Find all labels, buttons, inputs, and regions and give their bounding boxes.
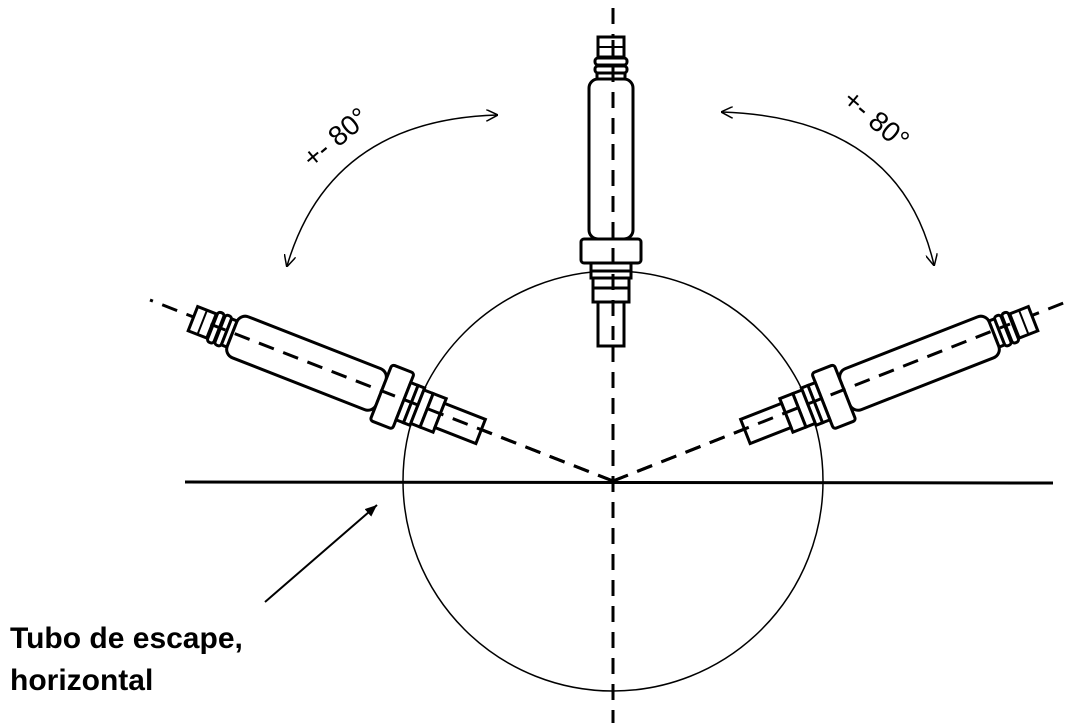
horizontal-pipe-line <box>184 480 1054 485</box>
sensor-left <box>180 289 494 461</box>
pipe-pointer-arrow <box>264 504 378 603</box>
right-rotation-arc <box>722 112 934 265</box>
sensor-right <box>732 289 1046 461</box>
sensor-vertical <box>579 35 643 348</box>
caption-line-2: horizontal <box>10 664 154 697</box>
left-rotation-arc <box>287 115 497 266</box>
caption-line-1: Tubo de escape, <box>10 622 243 655</box>
